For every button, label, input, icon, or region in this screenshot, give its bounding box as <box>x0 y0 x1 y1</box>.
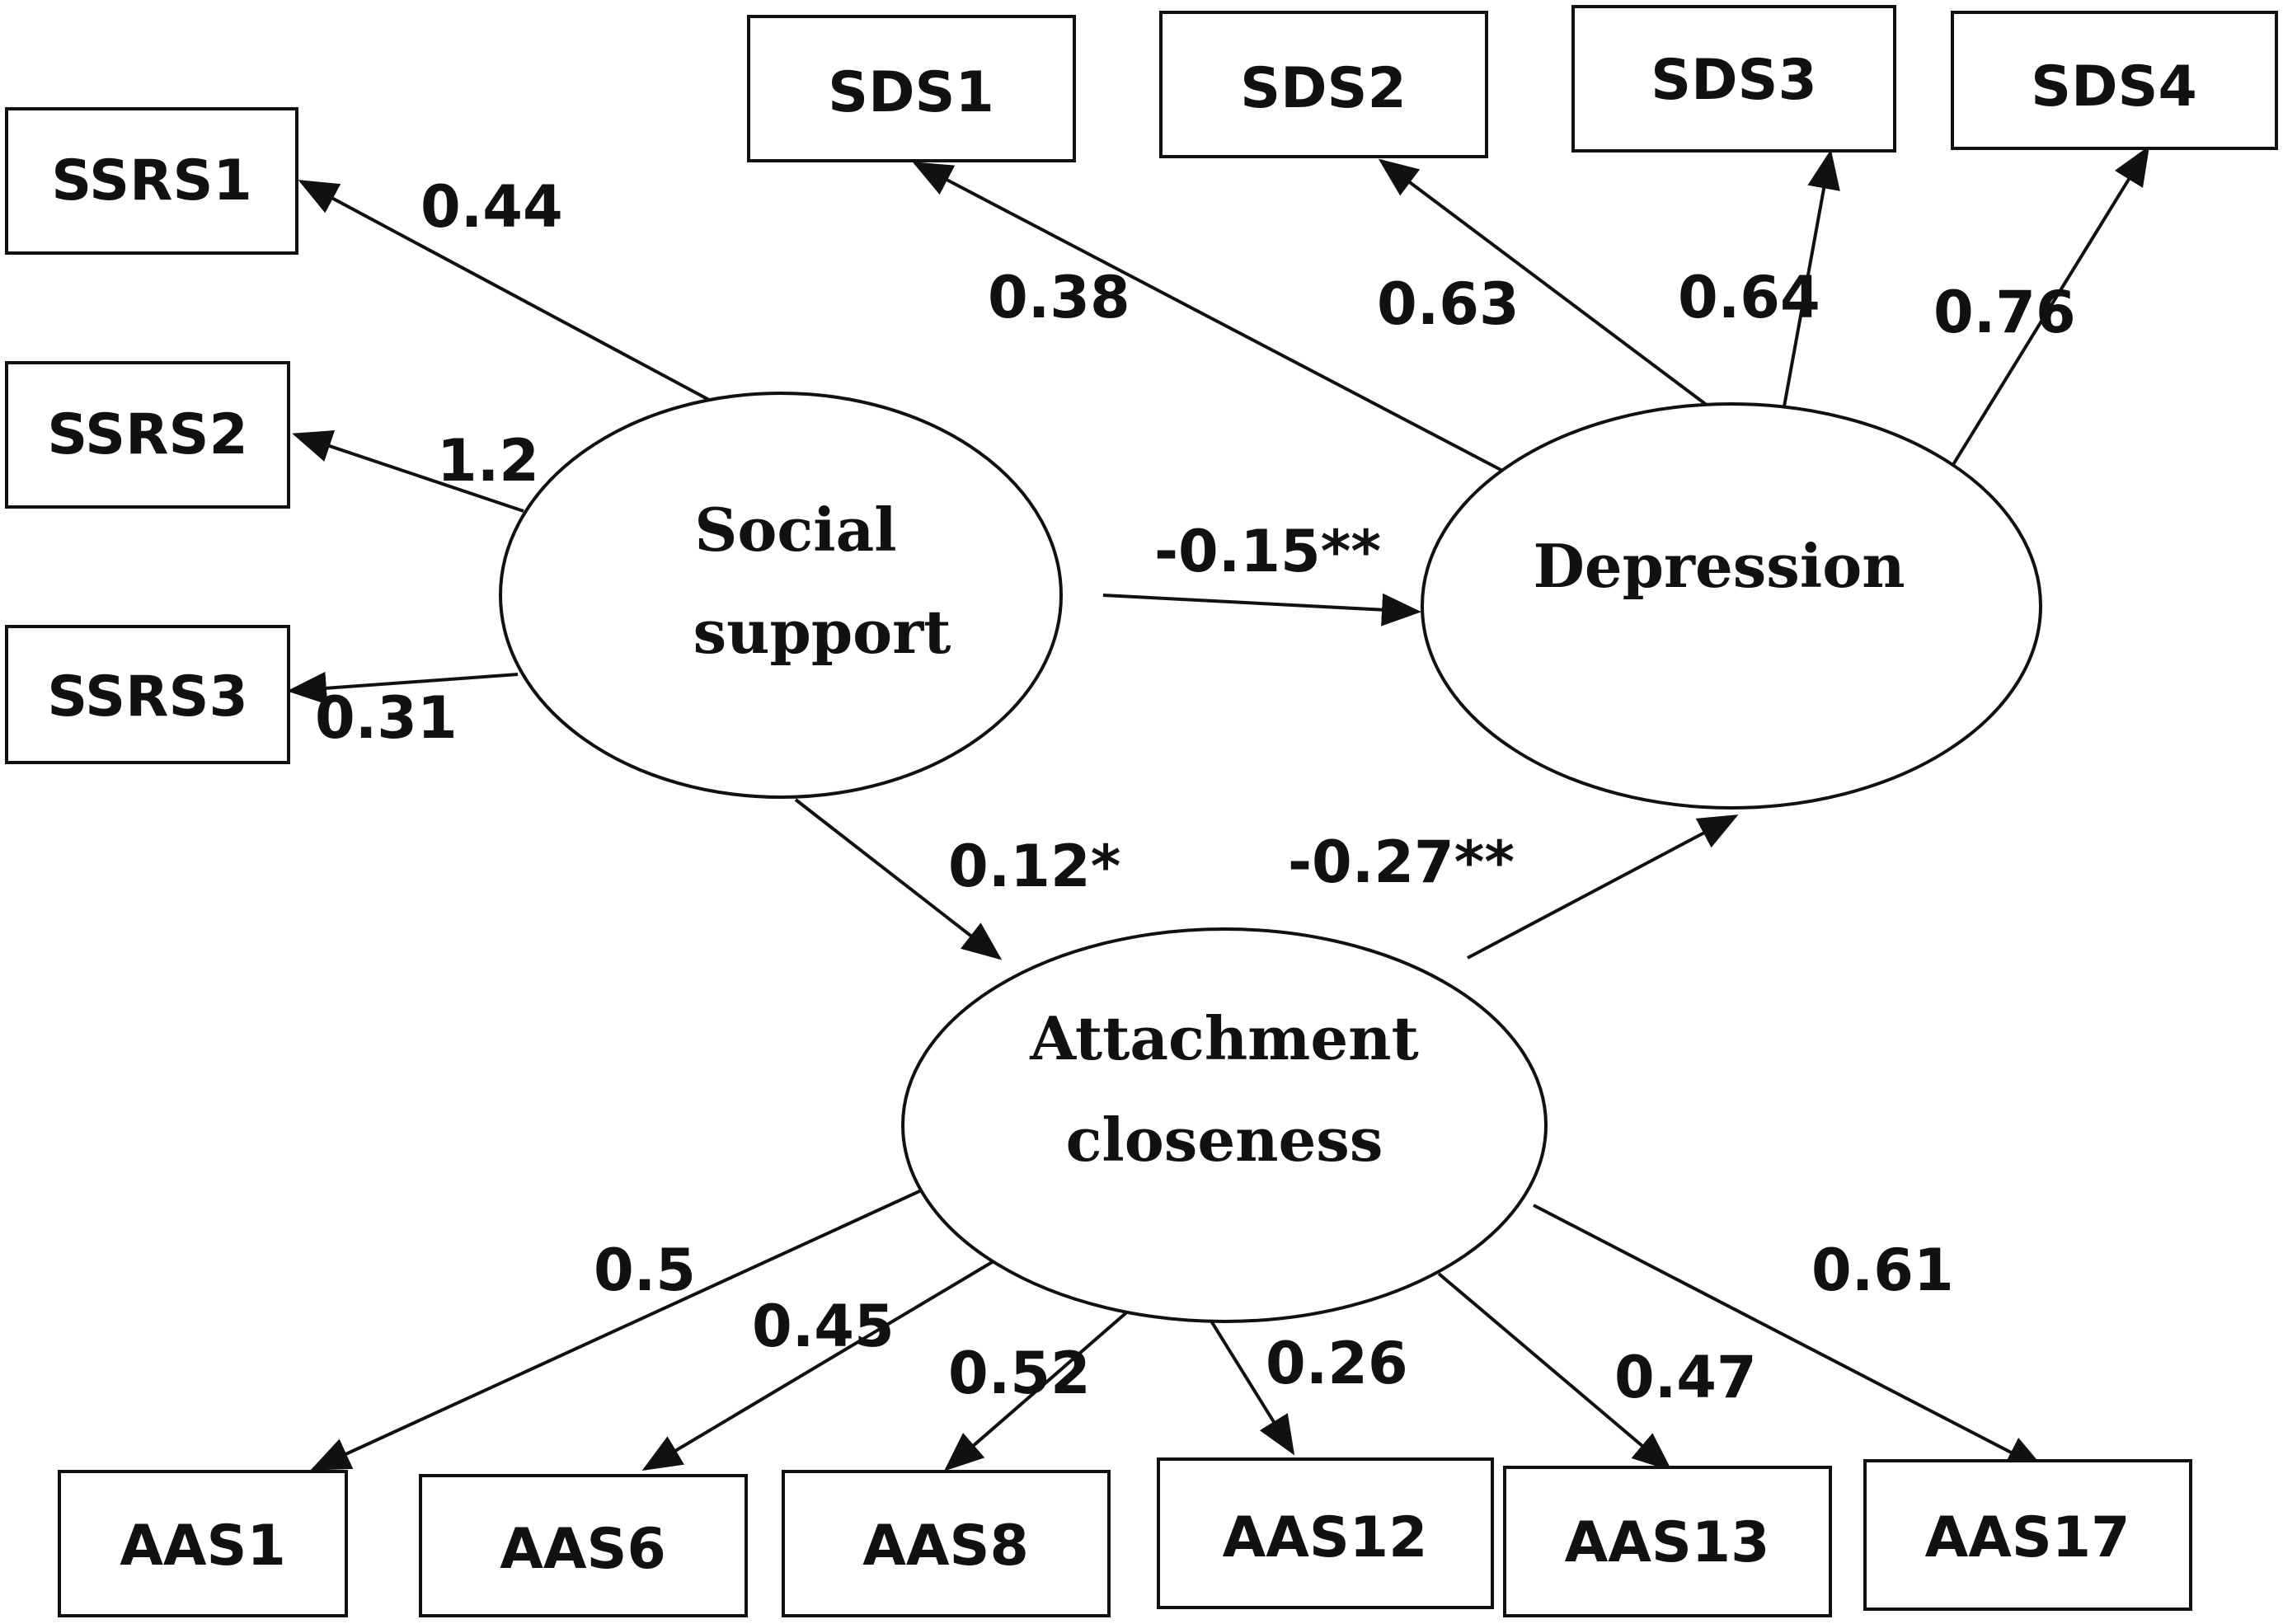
label-ssrs2: SSRS2 <box>47 402 248 467</box>
label-aas17: AAS17 <box>1925 1505 2130 1570</box>
path-dep-sds1 <box>912 162 1510 476</box>
coef-att-aas13: 0.47 <box>1614 1344 1757 1411</box>
path-att-aas6 <box>641 1260 995 1471</box>
box-ssrs2 <box>5 361 290 509</box>
path-att-aas8 <box>943 1302 1138 1471</box>
path-ss-ssrs1 <box>298 180 710 401</box>
path-att-aas12 <box>1202 1307 1295 1456</box>
box-aas8 <box>782 1470 1111 1617</box>
label-ssrs3: SSRS3 <box>47 664 248 730</box>
latent-label-social-2: support <box>693 597 951 667</box>
path-dep-sds4 <box>1948 145 2150 472</box>
path-att-dep <box>1467 814 1739 960</box>
path-dep-sds3 <box>1779 149 1840 425</box>
box-aas12 <box>1157 1457 1494 1609</box>
label-ssrs1: SSRS1 <box>51 148 252 214</box>
box-aas6 <box>419 1474 748 1617</box>
coef-dep-sds4: 0.76 <box>1933 279 2076 346</box>
path-att-aas13 <box>1437 1272 1673 1471</box>
coef-att-aas1: 0.5 <box>594 1237 696 1304</box>
path-att-aas1 <box>310 1177 947 1471</box>
coef-att-dep: -0.27** <box>1288 828 1515 896</box>
coef-ss-att: 0.12* <box>948 833 1120 900</box>
coef-ss-ssrs3: 0.31 <box>315 684 458 752</box>
box-ssrs3 <box>5 625 290 764</box>
coef-att-aas12: 0.26 <box>1266 1330 1408 1397</box>
path-att-aas17 <box>1533 1204 2046 1471</box>
box-ssrs1 <box>5 107 298 255</box>
label-aas8: AAS8 <box>862 1514 1029 1579</box>
label-sds1: SDS1 <box>828 60 994 125</box>
box-aas1 <box>58 1470 348 1617</box>
path-ss-ssrs2 <box>292 430 524 513</box>
label-aas6: AAS6 <box>500 1517 666 1582</box>
label-sds4: SDS4 <box>2031 54 2197 120</box>
path-dep-sds2 <box>1378 158 1729 422</box>
label-sds3: SDS3 <box>1651 48 1817 113</box>
latent-attachment-closeness <box>901 927 1548 1323</box>
coef-ss-ssrs1: 0.44 <box>420 173 563 241</box>
latent-label-social-1: Social <box>694 495 896 565</box>
label-aas1: AAS1 <box>120 1514 286 1579</box>
latent-social-support <box>499 392 1063 799</box>
latent-label-depression: Depression <box>1533 531 1905 601</box>
label-aas12: AAS12 <box>1223 1505 1428 1570</box>
box-aas17 <box>1863 1459 2192 1611</box>
coef-ss-dep: -0.15** <box>1154 518 1381 585</box>
latent-depression <box>1421 402 2042 810</box>
box-sds4 <box>1951 11 2278 150</box>
path-ss-dep <box>1102 593 1421 627</box>
box-sds2 <box>1159 11 1488 158</box>
coef-ss-ssrs2: 1.2 <box>437 427 539 495</box>
label-sds2: SDS2 <box>1240 56 1407 121</box>
label-aas13: AAS13 <box>1565 1510 1770 1575</box>
coef-att-aas17: 0.61 <box>1811 1237 1954 1304</box>
box-sds1 <box>747 15 1076 162</box>
coef-dep-sds2: 0.63 <box>1377 270 1520 338</box>
coef-att-aas8: 0.52 <box>948 1340 1091 1407</box>
coef-dep-sds3: 0.64 <box>1678 264 1820 331</box>
coef-att-aas6: 0.45 <box>752 1293 895 1360</box>
coef-dep-sds1: 0.38 <box>988 264 1130 331</box>
path-ss-att <box>794 798 1003 960</box>
box-sds3 <box>1571 5 1896 153</box>
latent-label-attachment-2: closeness <box>1066 1105 1383 1175</box>
box-aas13 <box>1503 1466 1832 1617</box>
path-ss-ssrs3 <box>287 671 519 705</box>
latent-label-attachment-1: Attachment <box>1029 1003 1419 1073</box>
